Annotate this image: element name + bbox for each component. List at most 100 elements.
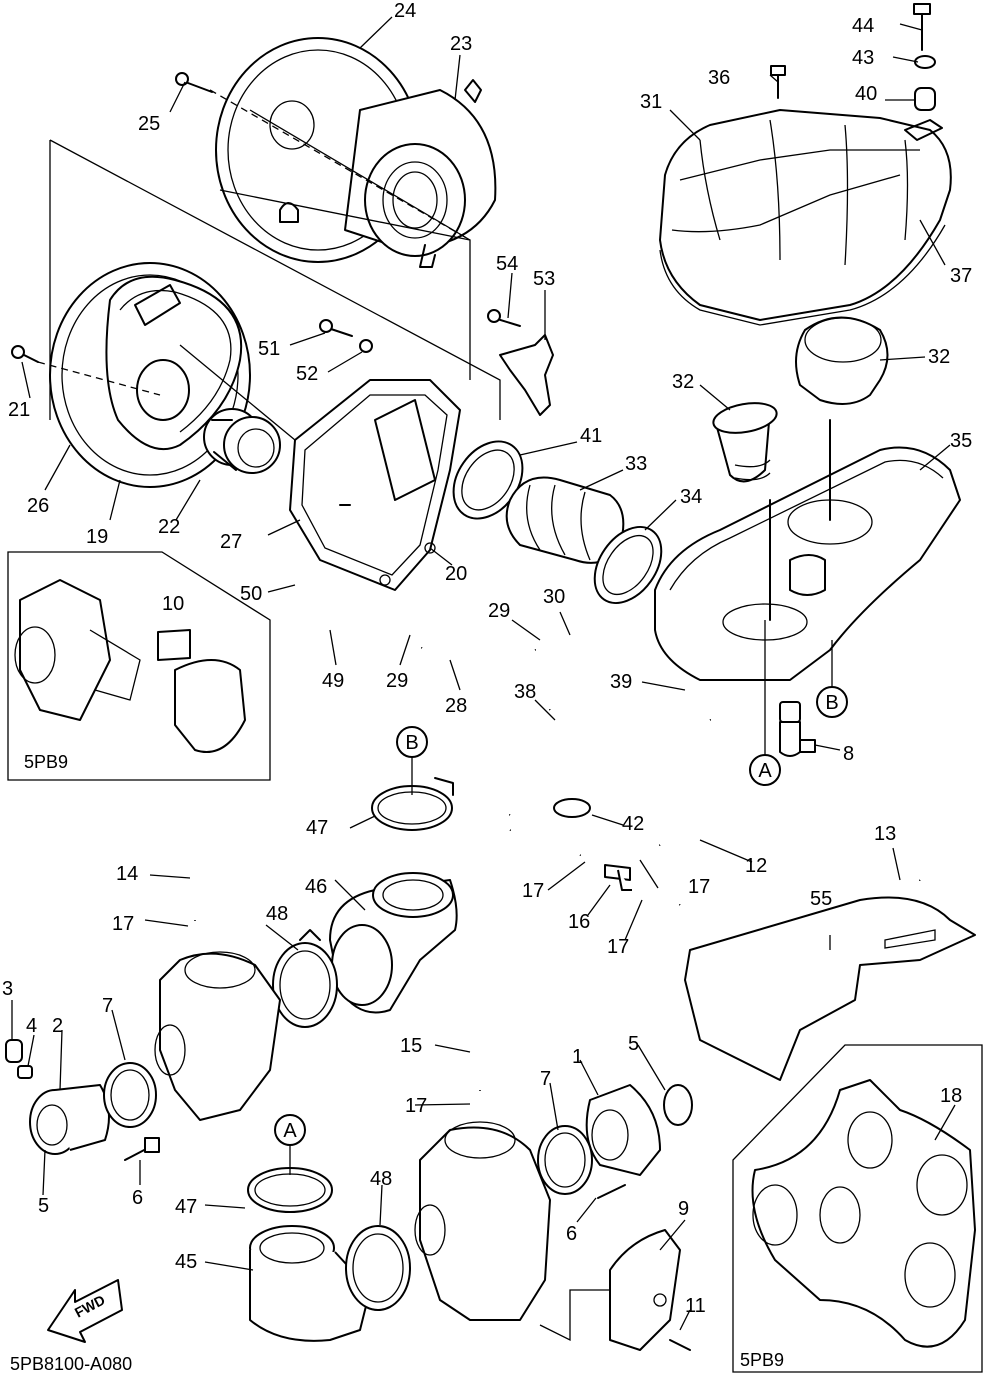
callout-22: 22 — [158, 516, 180, 538]
bolt-6-top — [124, 1137, 160, 1161]
inset-label-bottom-right: 5PB9 — [740, 1350, 784, 1370]
callout-17-b: 17 — [688, 876, 710, 898]
bolt-6-bottom — [597, 1184, 626, 1199]
cap-8 — [779, 701, 816, 757]
callout-34: 34 — [680, 486, 702, 508]
inset-box-bottom-right — [732, 1044, 983, 1373]
clamp-48-bottom — [345, 1225, 411, 1311]
callout-54: 54 — [496, 253, 518, 275]
callout-21: 21 — [8, 399, 30, 421]
o-ring-5 — [663, 1084, 693, 1126]
air-cleaner-case-cover-31 — [659, 109, 952, 326]
callout-23: 23 — [450, 33, 472, 55]
callout-36: 36 — [708, 67, 730, 89]
callout-24: 24 — [394, 0, 416, 22]
inset-box-top-left — [7, 551, 271, 781]
marker-a-label-2: A — [283, 1120, 297, 1142]
callout-32-b: 32 — [672, 371, 694, 393]
callout-35: 35 — [950, 430, 972, 452]
joint-46 — [329, 872, 458, 1014]
callout-6-a: 6 — [132, 1187, 143, 1209]
carburetor-bottom — [414, 1121, 551, 1321]
callout-3: 3 — [2, 978, 13, 1000]
callout-42: 42 — [622, 813, 644, 835]
hose-15 — [474, 900, 696, 1091]
callout-45: 45 — [175, 1251, 197, 1273]
callout-14: 14 — [116, 863, 138, 885]
callout-50: 50 — [240, 583, 262, 605]
bracket-53 — [499, 334, 554, 416]
joints-32 — [712, 316, 889, 483]
marker-b-middle: B — [396, 726, 428, 795]
callout-39: 39 — [610, 671, 632, 693]
callout-46: 46 — [305, 876, 327, 898]
callout-38: 38 — [514, 681, 536, 703]
callout-17-d: 17 — [112, 913, 134, 935]
callout-25: 25 — [138, 113, 160, 135]
callout-18: 18 — [940, 1085, 962, 1107]
callout-27: 27 — [220, 531, 242, 553]
hose-14 — [189, 773, 582, 921]
marker-a-right: A — [749, 620, 781, 786]
callout-17-c: 17 — [607, 936, 629, 958]
callout-29-a: 29 — [386, 670, 408, 692]
callout-47-a: 47 — [306, 817, 328, 839]
clamp-48-top — [272, 929, 338, 1028]
callout-6-b: 6 — [566, 1223, 577, 1245]
air-filter-element-23 — [344, 79, 497, 268]
callout-33: 33 — [625, 453, 647, 475]
callout-16: 16 — [568, 911, 590, 933]
callout-28: 28 — [445, 695, 467, 717]
callout-7-a: 7 — [102, 995, 113, 1017]
hose-12 — [656, 794, 962, 884]
callout-1: 1 — [572, 1046, 583, 1068]
manifold-1 — [585, 1084, 661, 1176]
callout-43: 43 — [852, 47, 874, 69]
callout-13: 13 — [874, 823, 896, 845]
cover-9 — [609, 1229, 691, 1351]
callout-8: 8 — [843, 743, 854, 765]
callout-37: 37 — [950, 265, 972, 287]
air-cleaner-case-cover-19 — [49, 262, 251, 488]
callout-32-a: 32 — [928, 346, 950, 368]
callout-48-a: 48 — [266, 903, 288, 925]
diagram-code: 5PB8100-A080 — [10, 1354, 132, 1374]
callout-7-b: 7 — [540, 1068, 551, 1090]
callout-17-a: 17 — [522, 880, 544, 902]
callout-52: 52 — [296, 363, 318, 385]
marker-b-label: B — [825, 692, 838, 714]
marker-b-label-2: B — [405, 732, 418, 754]
manifold-2 — [29, 1084, 110, 1155]
joint-45 — [249, 1225, 371, 1342]
callout-10: 10 — [162, 593, 184, 615]
clamp-7-top — [103, 1062, 157, 1128]
callout-26: 26 — [27, 495, 49, 517]
callout-4: 4 — [26, 1015, 37, 1037]
callout-51: 51 — [258, 338, 280, 360]
callout-11: 11 — [685, 1295, 706, 1317]
hose-38 — [545, 706, 713, 769]
callout-40: 40 — [855, 83, 877, 105]
callout-9: 9 — [678, 1198, 689, 1220]
callout-48-b: 48 — [370, 1168, 392, 1190]
joint-22 — [203, 408, 281, 474]
marker-b-right: B — [816, 640, 848, 718]
marker-a-label: A — [758, 760, 772, 782]
hose-28 — [418, 643, 538, 670]
three-way-joint-16 — [604, 864, 632, 891]
gasket-34 — [593, 526, 663, 604]
air-cleaner-case-20 — [289, 379, 461, 591]
cap-3-4 — [5, 1039, 33, 1079]
callout-5-b: 5 — [38, 1195, 49, 1217]
air-cleaner-case-35 — [654, 419, 961, 681]
callout-31: 31 — [640, 91, 662, 113]
callout-17-e: 17 — [405, 1095, 427, 1117]
clamp-42 — [553, 798, 591, 818]
carb-bottom-leader — [539, 1289, 610, 1342]
fwd-arrow-icon: FWD — [47, 1279, 123, 1343]
callout-2: 2 — [52, 1015, 63, 1037]
callout-leaders — [11, 16, 956, 1331]
callout-12: 12 — [745, 855, 767, 877]
